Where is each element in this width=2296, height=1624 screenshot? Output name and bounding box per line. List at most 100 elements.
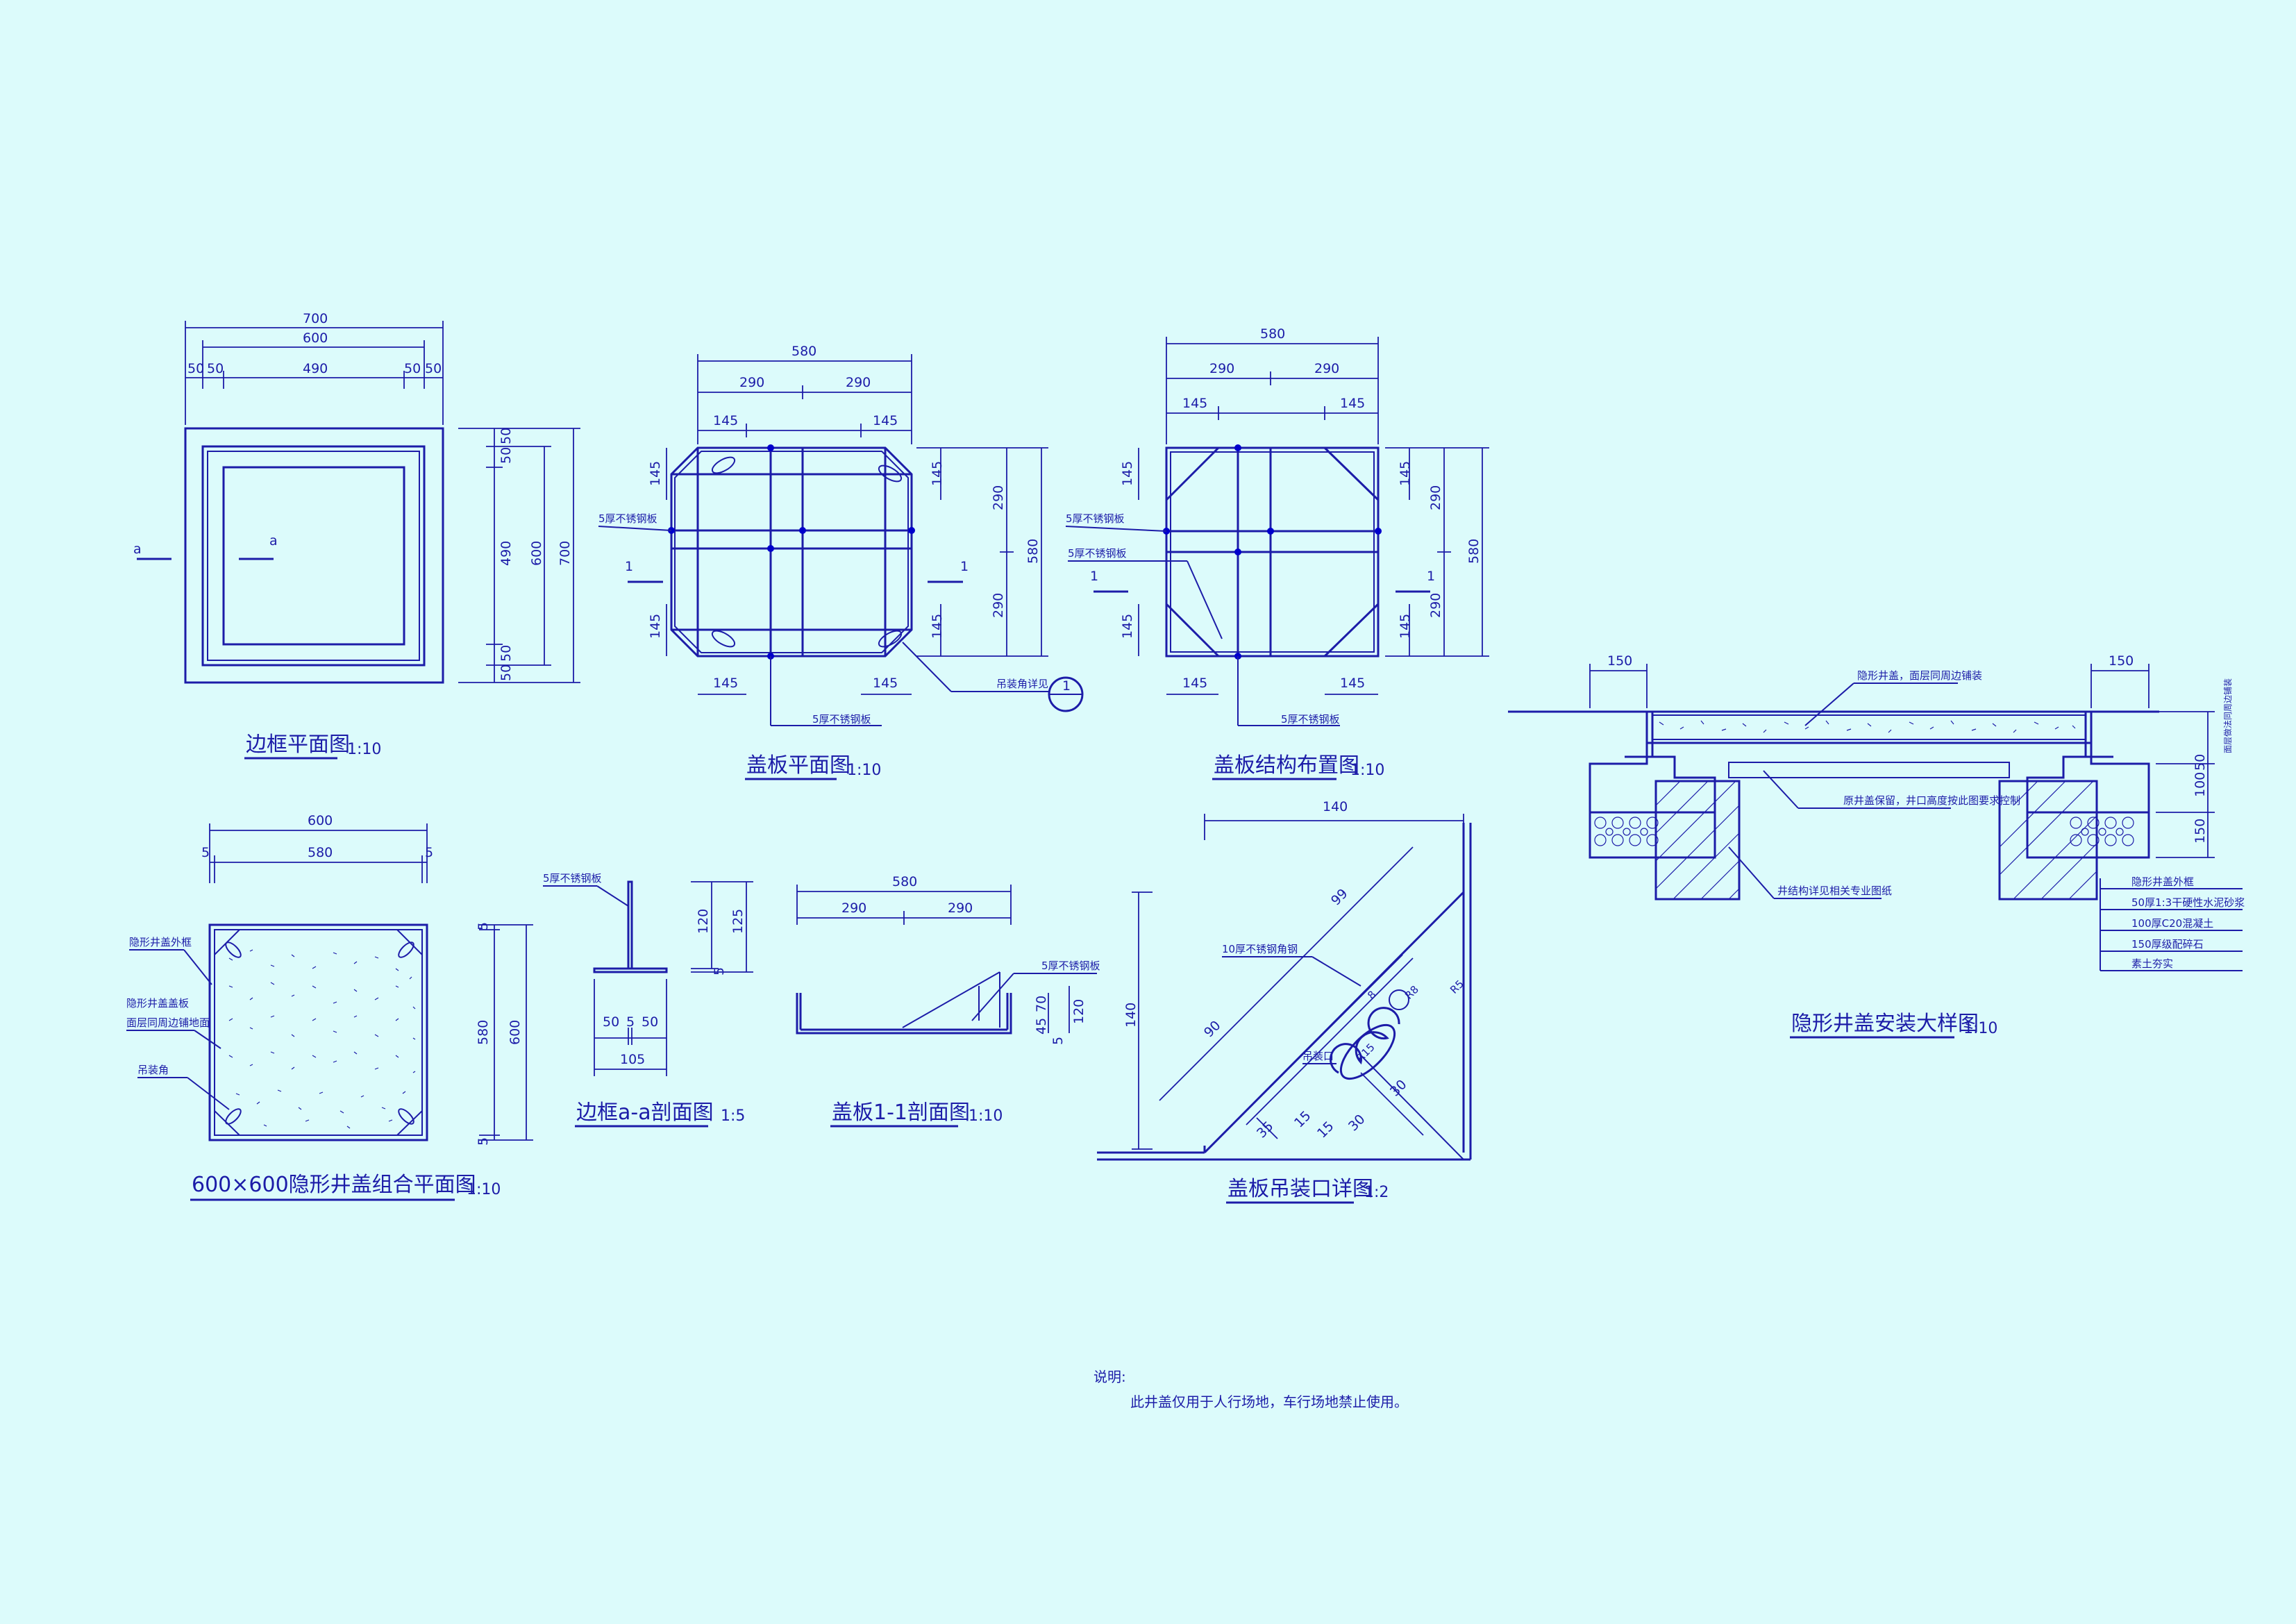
- lift-label-hole: 吊装口: [1302, 1050, 1334, 1062]
- install-label-bottom: 井结构详见相关专业图纸: [1777, 885, 1892, 897]
- struct-section-mark-left: 1: [1090, 569, 1098, 584]
- install-dim-150-right: 150: [2109, 653, 2134, 669]
- frame-section-dim-120: 120: [696, 909, 711, 934]
- install-rdim-100: 100: [2193, 772, 2208, 797]
- lift-dim-140-top: 140: [1323, 799, 1348, 814]
- struct-rdim-290a: 290: [1428, 485, 1443, 510]
- cover-dim-290a: 290: [739, 375, 764, 390]
- struct-bdim-145a: 145: [1182, 676, 1207, 691]
- install-detail-scale: 1:10: [1963, 1020, 1997, 1037]
- combo-dim-5b: 5: [425, 845, 433, 860]
- install-layer-0: 隐形井盖外框: [2131, 876, 2194, 888]
- frame-section-dim-50b: 50: [642, 1014, 658, 1030]
- lift-dim-99: 99: [1328, 886, 1351, 909]
- combo-rdim-5a: 5: [476, 922, 491, 930]
- frame-dim-700: 700: [303, 311, 328, 326]
- frame-section-dim-5: 5: [712, 967, 727, 976]
- struct-rdim-580: 580: [1466, 539, 1482, 564]
- cover-bdim-145b: 145: [873, 676, 898, 691]
- frame-dim-490: 490: [303, 361, 328, 376]
- install-rdim-50: 50: [2193, 754, 2208, 771]
- install-dim-150-left: 150: [1607, 653, 1632, 669]
- lift-dim-30b: 30: [1346, 1112, 1368, 1135]
- struct-dim-580: 580: [1260, 326, 1285, 342]
- struct-section-mark-right: 1: [1427, 569, 1435, 584]
- cover-section-label: 5厚不锈钢板: [1041, 960, 1100, 972]
- frame-section-scale: 1:5: [721, 1107, 745, 1125]
- struct-label-plate3: 5厚不锈钢板: [1281, 713, 1340, 726]
- frame-rdim-50a: 50: [498, 428, 514, 444]
- cover-section-rdim-45: 45: [1034, 1018, 1049, 1035]
- install-label-top: 隐形井盖，面层同周边铺装: [1857, 669, 1982, 682]
- cover-dim-290b: 290: [846, 375, 871, 390]
- lift-dim-30a: 30: [1387, 1077, 1410, 1100]
- cover-detail-ref: 1: [1062, 678, 1071, 694]
- frame-section-dim-5b: 5: [626, 1014, 635, 1030]
- lift-detail-title: 盖板吊装口详图: [1227, 1177, 1373, 1201]
- cover-section-dim-290a: 290: [841, 901, 866, 916]
- cover-section-mark-left: 1: [625, 559, 633, 574]
- frame-section-dim-105: 105: [620, 1052, 645, 1067]
- lift-dim-35: 35: [1254, 1119, 1277, 1141]
- struct-rdim-145b: 145: [1398, 614, 1413, 639]
- frame-plan-view: a a 700 600 50 50 490 50 50 50 50 490 5: [133, 311, 580, 760]
- cover-rdim-145b: 145: [930, 614, 945, 639]
- cover-plan-view: 580 290 290 145 145 145 145 145 145 145 …: [598, 344, 1084, 780]
- cover-structure-view: 580 290 290 145 145 145 145 145 145 145 …: [1065, 326, 1489, 780]
- lift-dim-15a: 15: [1291, 1108, 1314, 1131]
- install-layer-1: 50厚1:3干硬性水泥砂浆: [2131, 896, 2245, 909]
- lift-dim-140-left: 140: [1123, 1003, 1139, 1028]
- cover-label-plate: 5厚不锈钢板: [598, 512, 657, 525]
- lift-detail-view: 140 140 99 90 35 15 15 30 30 R8 R5 R15 8: [1097, 799, 1472, 1204]
- frame-rdim-50d: 50: [498, 664, 514, 681]
- combo-dim-600: 600: [308, 813, 333, 828]
- lift-detail-scale: 1:2: [1364, 1184, 1389, 1201]
- frame-rdim-50b: 50: [498, 447, 514, 464]
- struct-label-plate2: 5厚不锈钢板: [1068, 547, 1127, 560]
- combo-plan-title: 600×600隐形井盖组合平面图: [192, 1173, 476, 1197]
- frame-plan-title: 边框平面图: [246, 733, 350, 757]
- struct-dim-145b: 145: [1340, 396, 1365, 411]
- frame-rdim-50c: 50: [498, 645, 514, 662]
- install-label-mid: 原井盖保留，井口高度按此图要求控制: [1843, 794, 2020, 807]
- cover-struct-title: 盖板结构布置图: [1214, 753, 1359, 778]
- frame-section-mark-left: a: [133, 542, 142, 557]
- frame-rdim-600: 600: [529, 541, 544, 566]
- cover-dim-145b: 145: [873, 413, 898, 428]
- lift-dim-15b: 15: [1314, 1119, 1337, 1141]
- struct-dim-290a: 290: [1209, 361, 1234, 376]
- install-layer-4: 素土夯实: [2131, 957, 2173, 970]
- frame-section-mark-right: a: [269, 533, 278, 549]
- combo-label-lift: 吊装角: [137, 1064, 169, 1076]
- install-detail-title: 隐形井盖安装大样图: [1791, 1012, 1979, 1036]
- frame-dim-600: 600: [303, 330, 328, 346]
- combo-label-frame: 隐形井盖外框: [129, 936, 192, 948]
- frame-dim-50c: 50: [404, 361, 421, 376]
- struct-label-plate: 5厚不锈钢板: [1066, 512, 1125, 525]
- struct-rdim-145a: 145: [1398, 461, 1413, 486]
- combo-dim-580: 580: [308, 845, 333, 860]
- notes: 说明: 此井盖仅用于人行场地，车行场地禁止使用。: [1093, 1368, 1408, 1410]
- combo-dim-5a: 5: [201, 845, 210, 860]
- cover-rdim-290b: 290: [991, 593, 1006, 618]
- struct-dim-145a: 145: [1182, 396, 1207, 411]
- frame-dim-50b: 50: [207, 361, 224, 376]
- install-detail-view: 150 150 50 100 150 面层做法同周边铺装 隐形井盖，面层同周边铺…: [1508, 653, 2245, 1039]
- cover-bdim-145a: 145: [713, 676, 738, 691]
- install-right-header: 面层做法同周边铺装: [2222, 678, 2233, 753]
- frame-rdim-700: 700: [558, 541, 573, 566]
- frame-dim-50d: 50: [425, 361, 442, 376]
- combo-label-surface: 面层同周边铺地面: [126, 1016, 210, 1029]
- cover-rdim-580: 580: [1025, 539, 1041, 564]
- cover-section-rdim-70: 70: [1034, 996, 1049, 1012]
- cover-section-dim-580: 580: [892, 874, 917, 889]
- cover-section-view: 580 290 290 5厚不锈钢板 70 45 5 120 盖板1-1剖面图 …: [796, 874, 1100, 1128]
- struct-rdim-290b: 290: [1428, 593, 1443, 618]
- cover-dim-580: 580: [791, 344, 816, 359]
- combo-plan-scale: 1:10: [467, 1181, 501, 1198]
- install-layer-2: 100厚C20混凝土: [2131, 917, 2213, 930]
- frame-section-dim-125: 125: [730, 909, 746, 934]
- struct-dim-290b: 290: [1314, 361, 1339, 376]
- combo-label-cover: 隐形井盖盖板: [126, 997, 189, 1010]
